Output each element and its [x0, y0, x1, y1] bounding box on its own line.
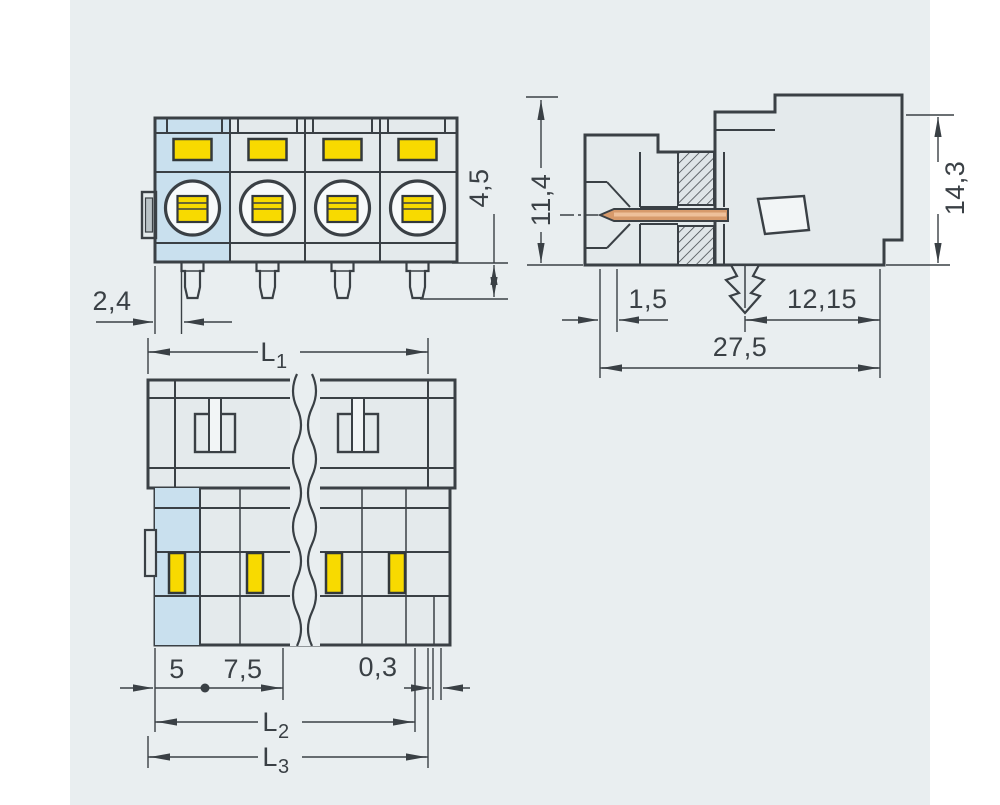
section-hatch-upper: [677, 151, 715, 206]
dim-side-clip-to-end: 12,15: [787, 284, 857, 314]
dim-plan-l3: L3: [262, 742, 289, 778]
dim-side-total-depth: 27,5: [713, 332, 768, 362]
side-view: [527, 93, 950, 315]
plan-view-dimensions: L1 5 7,5 0,3 L2 L3: [120, 337, 470, 778]
dim-plan-gap: 0,3: [358, 652, 397, 682]
dim-front-pin-length: 4,5: [464, 168, 494, 207]
section-hatch-lower: [677, 225, 715, 266]
contact-opening: [313, 179, 372, 237]
contact-opening: [388, 179, 447, 237]
keying-boss: [193, 397, 237, 454]
pin-openings: [167, 551, 407, 595]
keying-boss: [336, 397, 380, 454]
contact-positions: [163, 137, 447, 237]
dim-front-offset: 2,4: [92, 286, 131, 316]
contact-opening: [238, 179, 297, 237]
clamp-window: [397, 137, 438, 162]
dim-side-height-front: 11,4: [526, 174, 556, 227]
datum-dot: [200, 683, 210, 693]
break-lines: [290, 373, 320, 647]
solder-pins: [180, 260, 430, 300]
clamp-window: [247, 137, 288, 162]
dim-plan-pitch: 7,5: [223, 654, 262, 684]
plan-view: [143, 373, 457, 647]
dim-plan-l1: L1: [260, 337, 287, 373]
latch-window: [756, 194, 811, 236]
housing-body: [713, 93, 904, 267]
clamp-window: [322, 137, 363, 162]
dim-side-height-total: 14,3: [940, 161, 970, 216]
contact-opening: [163, 179, 222, 237]
dim-plan-edge-to-pin: 5: [169, 654, 185, 684]
front-view: [140, 116, 459, 300]
front-view-dimensions: 2,4 4,5: [92, 168, 508, 334]
dim-side-pin-setback: 1,5: [628, 284, 667, 314]
clamp-window: [172, 137, 213, 162]
side-view-dimensions: 11,4 14,3 1,5 12,15 27,5: [526, 96, 970, 378]
side-tab: [143, 528, 158, 578]
dim-plan-l2: L2: [262, 707, 289, 743]
